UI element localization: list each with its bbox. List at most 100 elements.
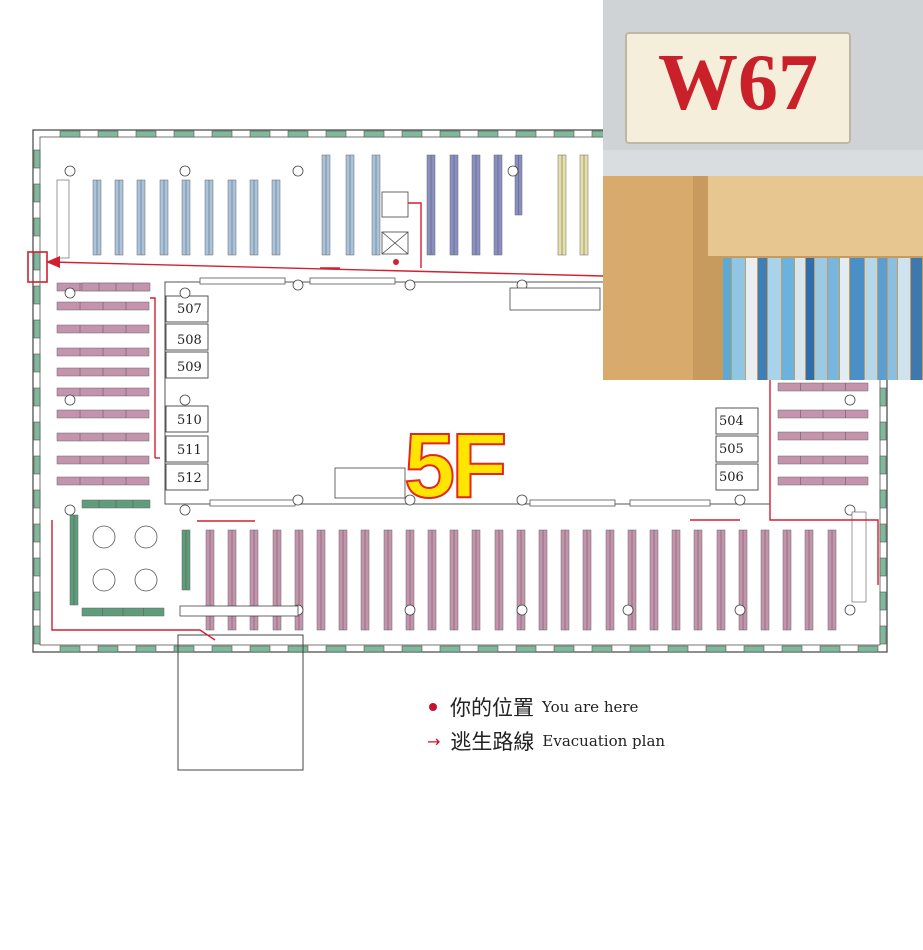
- wall-segment-top: [97, 130, 119, 138]
- wall-segment-bottom: [743, 645, 765, 653]
- shelf-bottom-pink: [316, 529, 326, 631]
- study-room-box: [165, 351, 209, 379]
- shelf-bottom-pink: [760, 529, 770, 631]
- shelf-bottom-pink: [804, 529, 814, 631]
- room-label-512: 512: [177, 471, 202, 486]
- book-spine: [767, 258, 782, 380]
- wall-segment-top: [249, 130, 271, 138]
- round-table: [92, 568, 116, 592]
- wall-segment-top: [515, 130, 537, 138]
- bookshelf-layer: [56, 154, 869, 631]
- shelf-top-blue: [92, 179, 102, 256]
- book-row: [723, 258, 923, 380]
- book-spine: [911, 258, 922, 380]
- structural-column: [404, 279, 416, 291]
- wall-segment-bottom: [135, 645, 157, 653]
- structural-column: [622, 604, 634, 616]
- shelf-top-blue: [114, 179, 124, 256]
- structural-column: [516, 604, 528, 616]
- shelf-left-green-vertical: [181, 529, 191, 591]
- study-room-box: [165, 405, 209, 433]
- north-stairs: [509, 287, 601, 311]
- book-spine: [897, 258, 911, 380]
- book-spine: [794, 258, 805, 380]
- shelf-left-pink: [56, 324, 150, 334]
- wall-segment-bottom: [857, 645, 879, 653]
- shelf-bottom-pink: [538, 529, 548, 631]
- wall-segment-top: [287, 130, 309, 138]
- wall-segment-bottom: [211, 645, 233, 653]
- structural-column: [734, 494, 746, 506]
- wall-segment-left: [33, 557, 41, 577]
- route-east: [769, 356, 879, 585]
- railing-north-1: [199, 277, 286, 285]
- shelf-left-pink: [56, 476, 150, 486]
- shelf-bottom-pink: [383, 529, 393, 631]
- route-arrowhead-west: [46, 256, 60, 268]
- book-spine: [814, 258, 828, 380]
- wall-segment-bottom: [363, 645, 385, 653]
- wall-segment-bottom: [59, 645, 81, 653]
- stair-core: [381, 191, 409, 218]
- shelf-side-panel: [603, 176, 693, 380]
- shelf-top-navy: [426, 154, 436, 256]
- structural-column: [404, 494, 416, 506]
- railing-north-2: [309, 277, 396, 285]
- shelf-top-blue: [204, 179, 214, 256]
- shelf-left-pink: [56, 367, 150, 377]
- structural-column: [179, 504, 191, 516]
- red-arrow-icon: →: [427, 731, 441, 751]
- wall-segment-right: [879, 387, 887, 407]
- wall-segment-left: [33, 421, 41, 441]
- shelf-right-pink: [777, 431, 869, 441]
- fixtures-layer: [27, 165, 867, 617]
- structural-column: [64, 394, 76, 406]
- route-main-north: [49, 261, 604, 277]
- wall-segment-bottom: [97, 645, 119, 653]
- shelf-top-blue: [136, 179, 146, 256]
- shelf-top-yellow: [579, 154, 589, 256]
- book-spine: [745, 258, 757, 380]
- shelf-left-pink: [56, 347, 150, 357]
- round-table: [134, 568, 158, 592]
- shelf-top-blue: [181, 179, 191, 256]
- you-are-here-marker: [393, 259, 399, 265]
- wall-segment-bottom: [781, 645, 803, 653]
- shelf-sign: W67: [625, 32, 851, 144]
- wall-segment-left: [33, 353, 41, 373]
- room-label-505: 505: [719, 442, 744, 457]
- book-spine: [723, 258, 732, 380]
- room-label-507: 507: [177, 302, 202, 317]
- shelf-right-pink: [777, 382, 869, 392]
- red-dot-icon: [429, 703, 437, 711]
- study-room-box: [165, 435, 209, 463]
- shelf-left-pink: [56, 387, 150, 397]
- shelf-sign-text: W67: [658, 39, 818, 127]
- study-room-box: [715, 435, 759, 463]
- shelf-back-panel: [708, 176, 923, 256]
- shelf-left-pink: [56, 301, 150, 311]
- room-label-504: 504: [719, 414, 744, 429]
- wall-segment-bottom: [553, 645, 575, 653]
- wall-segment-bottom: [629, 645, 651, 653]
- shelf-left-green: [81, 499, 151, 509]
- wall-segment-right: [879, 625, 887, 645]
- wall-segment-top: [363, 130, 385, 138]
- wall-segment-bottom: [667, 645, 689, 653]
- shelf-right-pink: [777, 455, 869, 465]
- legend-evacuation: → 逃生路線 Evacuation plan: [425, 724, 665, 758]
- route-southwest: [51, 520, 122, 631]
- wall-segment-left: [33, 183, 41, 203]
- structural-column: [516, 494, 528, 506]
- railing-south-3: [629, 499, 711, 507]
- book-spine: [877, 258, 888, 380]
- structural-column: [844, 604, 856, 616]
- wall-segment-left: [33, 285, 41, 305]
- bench-south: [179, 605, 299, 617]
- room-label-510: 510: [177, 413, 202, 428]
- map-legend: 你的位置 You are here → 逃生路線 Evacuation plan: [425, 690, 665, 758]
- shelf-bottom-pink: [494, 529, 504, 631]
- wall-segment-top: [477, 130, 499, 138]
- book-spine: [850, 258, 864, 380]
- shelf-top-yellow: [557, 154, 567, 256]
